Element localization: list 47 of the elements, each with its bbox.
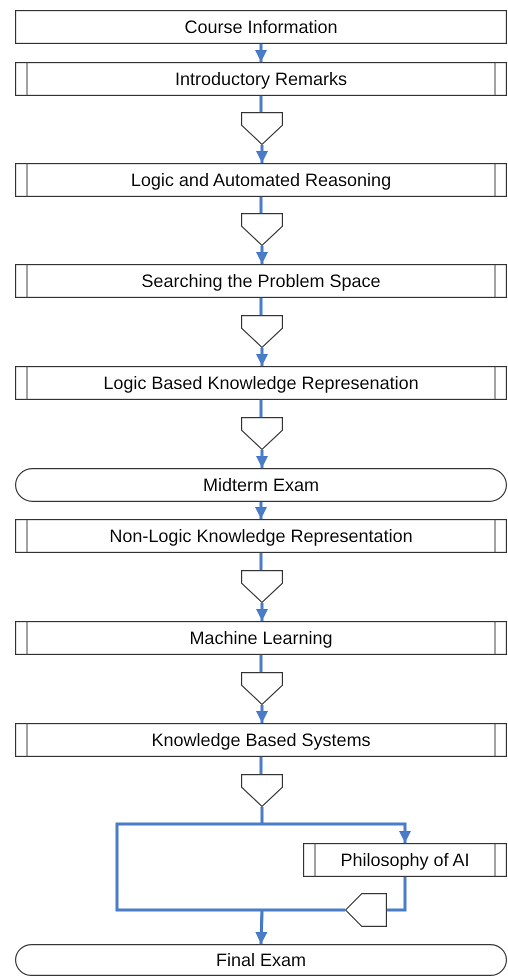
node-label: Logic and Automated Reasoning [130, 170, 392, 190]
node-label: Introductory Remarks [174, 68, 348, 90]
connector-line [260, 197, 262, 213]
arrow [256, 705, 268, 723]
arrow [255, 908, 345, 944]
predefined-process-box [303, 843, 507, 877]
node-label: Searching the Problem Space [141, 270, 381, 292]
connector-line [260, 400, 262, 417]
arrow [255, 502, 267, 519]
off-page-connector [241, 570, 283, 603]
node-label: Machine Learning [189, 628, 333, 648]
node-label: Non-Logic Knowledge Representation [109, 526, 413, 546]
predefined-process-box [15, 621, 507, 655]
node-label: Philosophy of AI [340, 850, 470, 870]
off-page-connector [241, 774, 283, 807]
arrow [256, 603, 268, 621]
node-label: Midterm Exam [202, 474, 319, 496]
off-page-connector [241, 213, 283, 246]
arrow [256, 348, 268, 366]
connector-line [260, 298, 262, 315]
off-page-connector [241, 672, 283, 705]
off-page-connector [241, 112, 283, 145]
off-page-connector [241, 417, 283, 450]
terminator-box [15, 944, 507, 976]
predefined-process-box [15, 723, 507, 757]
off-page-connector [345, 893, 387, 927]
node-label: Logic Based Knowledge Represenation [103, 372, 419, 394]
connector-line [260, 655, 262, 672]
predefined-process-box [15, 519, 507, 553]
predefined-process-box [15, 366, 507, 400]
arrow [256, 246, 268, 264]
connector-line [387, 877, 406, 912]
terminator-box [15, 468, 507, 502]
node-label: Final Exam [216, 950, 306, 970]
predefined-process-box [15, 62, 507, 96]
off-page-connector [241, 315, 283, 348]
predefined-process-box [15, 264, 507, 298]
connector-line [260, 757, 262, 774]
arrow [256, 450, 268, 468]
node-label: Knowledge Based Systems [151, 730, 371, 750]
arrow [256, 145, 268, 163]
predefined-process-box [15, 163, 507, 197]
connector-line [260, 96, 262, 112]
connector-line [260, 553, 262, 570]
node-label: Course Information [184, 16, 338, 38]
arrow [255, 44, 267, 62]
process-box [15, 10, 507, 44]
